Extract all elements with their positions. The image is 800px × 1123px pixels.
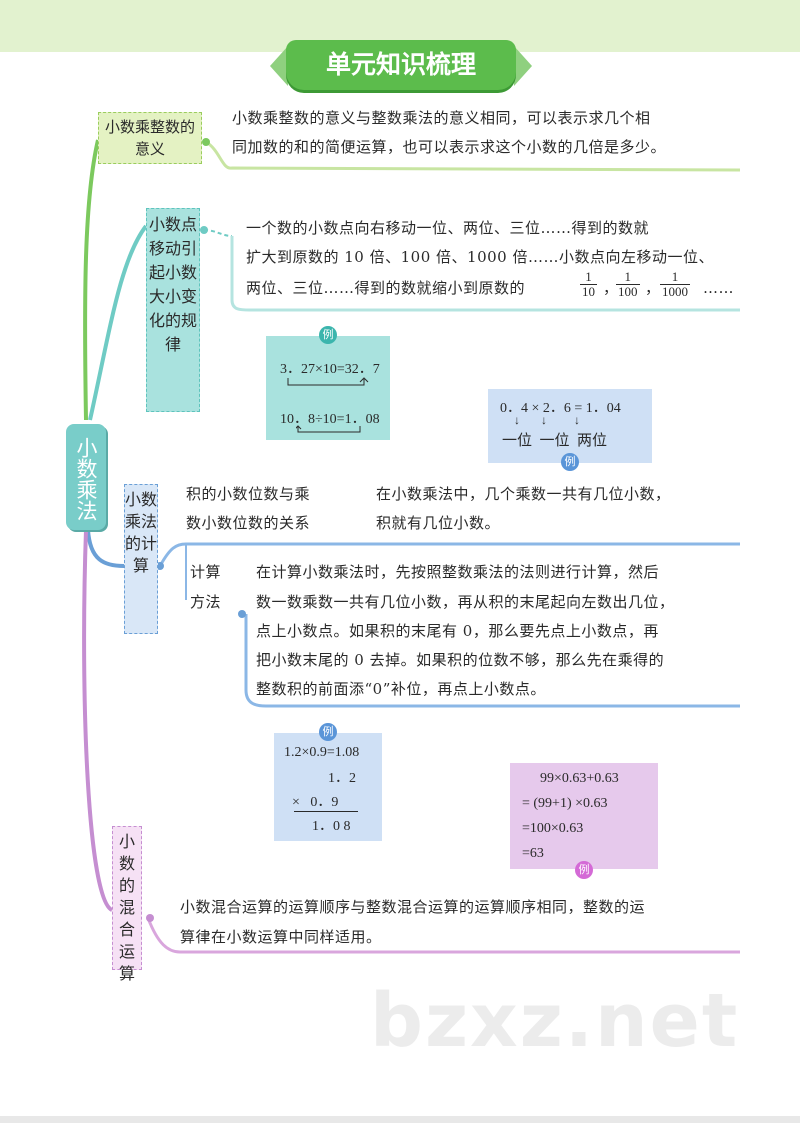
point-rule-text-line1: 一个数的小数点向右移动一位、两位、三位……得到的数就 <box>246 219 650 237</box>
example-line: =63 <box>522 846 544 861</box>
relation-label-line1: 积的小数位数与乘 <box>186 485 311 503</box>
arrow-row: ↓ ↓ ↓ <box>514 413 580 427</box>
mixed-text-line1: 小数混合运算的运算顺序与整数混合运算的运算顺序相同，整数的运 <box>180 898 646 916</box>
branch-label-calculation: 小数乘法的计算 <box>124 484 158 634</box>
example-line: 一位 一位 两位 <box>502 433 608 449</box>
shift-arrow-left <box>296 425 361 433</box>
example-line: 1.2×0.9=1.08 <box>284 745 360 760</box>
title-banner: 单元知识梳理 <box>286 40 516 90</box>
fraction-hundredth: 1 100 <box>616 270 640 299</box>
relation-label-line2: 数小数位数的关系 <box>186 514 311 532</box>
meaning-text-line1: 小数乘整数的意义与整数乘法的意义相同，可以表示求几个相 <box>232 109 651 127</box>
example-box-point-shift: 例 3．27×10=32．7 10．8÷10=1．08 <box>266 326 390 440</box>
example-line: 1．0 8 <box>312 819 351 834</box>
title-wing-left <box>270 46 288 86</box>
fraction-denominator: 100 <box>618 284 638 299</box>
vertical-calc-rule <box>294 811 358 812</box>
example-tag: 例 <box>319 723 337 741</box>
example-tag: 例 <box>561 453 579 471</box>
fraction-denominator: 1000 <box>662 284 688 299</box>
example-line: 10．8÷10=1．08 <box>280 412 380 427</box>
method-text-line5: 整数积的前面添“0”补位，再点上小数点。 <box>256 680 546 698</box>
fraction-thousandth: 1 1000 <box>660 270 690 299</box>
mixed-text-line2: 算律在小数运算中同样适用。 <box>180 928 382 946</box>
fraction-separator: ， <box>645 279 661 297</box>
example-line: 99×0.63+0.63 <box>540 771 619 786</box>
example-line: 1．2 <box>328 771 356 786</box>
relation-text-line2: 积就有几位小数。 <box>376 514 501 532</box>
method-text-line3: 点上小数点。如果积的末尾有 0，那么要先点上小数点，再 <box>256 622 659 640</box>
method-text-line1: 在计算小数乘法时，先按照整数乘法的法则进行计算，然后 <box>256 563 660 581</box>
fraction-denominator: 10 <box>582 284 595 299</box>
method-text-line2: 数一数乘数一共有几位小数，再从积的末尾起向左数出几位， <box>256 593 675 611</box>
fraction-tenth: 1 10 <box>580 270 597 299</box>
example-tag: 例 <box>575 861 593 879</box>
branch-label-point-rule: 小数点移动引起小数大小变化的规律 <box>146 208 200 412</box>
bottom-band <box>0 1116 800 1123</box>
branch-label-mixed: 小数的混合运算 <box>112 826 142 983</box>
page-title: 单元知识梳理 <box>325 50 476 79</box>
example-box-vertical-multiplication: 例 1.2×0.9=1.08 1．2 × 0．9 1．0 8 <box>274 723 382 841</box>
watermark: bzxz.net <box>370 978 740 1064</box>
example-box-decimal-places: 0．4 × 2．6 = 1．04 ↓ ↓ ↓ 一位 一位 两位 例 <box>488 389 652 471</box>
branch-label-meaning: 小数乘整数的意义 <box>98 112 202 164</box>
fraction-tail: …… <box>703 279 734 297</box>
example-box-mixed-operation: 99×0.63+0.63 = (99+1) ×0.63 =100×0.63 =6… <box>510 763 658 879</box>
method-label-line1: 计算 <box>190 563 222 581</box>
root-node: 小数乘法 <box>66 424 106 530</box>
fraction-numerator: 1 <box>616 270 640 285</box>
meaning-text-line2: 同加数的和的简便运算，也可以表示求这个小数的几倍是多少。 <box>232 138 667 156</box>
example-tag: 例 <box>319 326 337 344</box>
method-text-line4: 把小数末尾的 0 去掉。如果积的位数不够，那么先在乘得的 <box>256 651 665 669</box>
point-rule-text-line2: 扩大到原数的 10 倍、100 倍、1000 倍……小数点向左移动一位、 <box>246 248 714 266</box>
example-line: = (99+1) ×0.63 <box>522 796 608 811</box>
point-rule-text-line3: 两位、三位……得到的数就缩小到原数的 <box>246 279 526 297</box>
example-line: × 0．9 <box>292 795 339 810</box>
shift-arrow-right <box>287 377 369 386</box>
fraction-separator: ， <box>603 279 619 297</box>
example-line: 3．27×10=32．7 <box>280 362 380 377</box>
example-line: =100×0.63 <box>522 821 584 836</box>
fraction-numerator: 1 <box>660 270 690 285</box>
fraction-numerator: 1 <box>580 270 597 285</box>
method-label-line2: 方法 <box>190 593 222 611</box>
example-line: 0．4 × 2．6 = 1．04 <box>500 401 621 416</box>
relation-text-line1: 在小数乘法中，几个乘数一共有几位小数， <box>376 485 671 503</box>
title-wing-right <box>514 46 532 86</box>
